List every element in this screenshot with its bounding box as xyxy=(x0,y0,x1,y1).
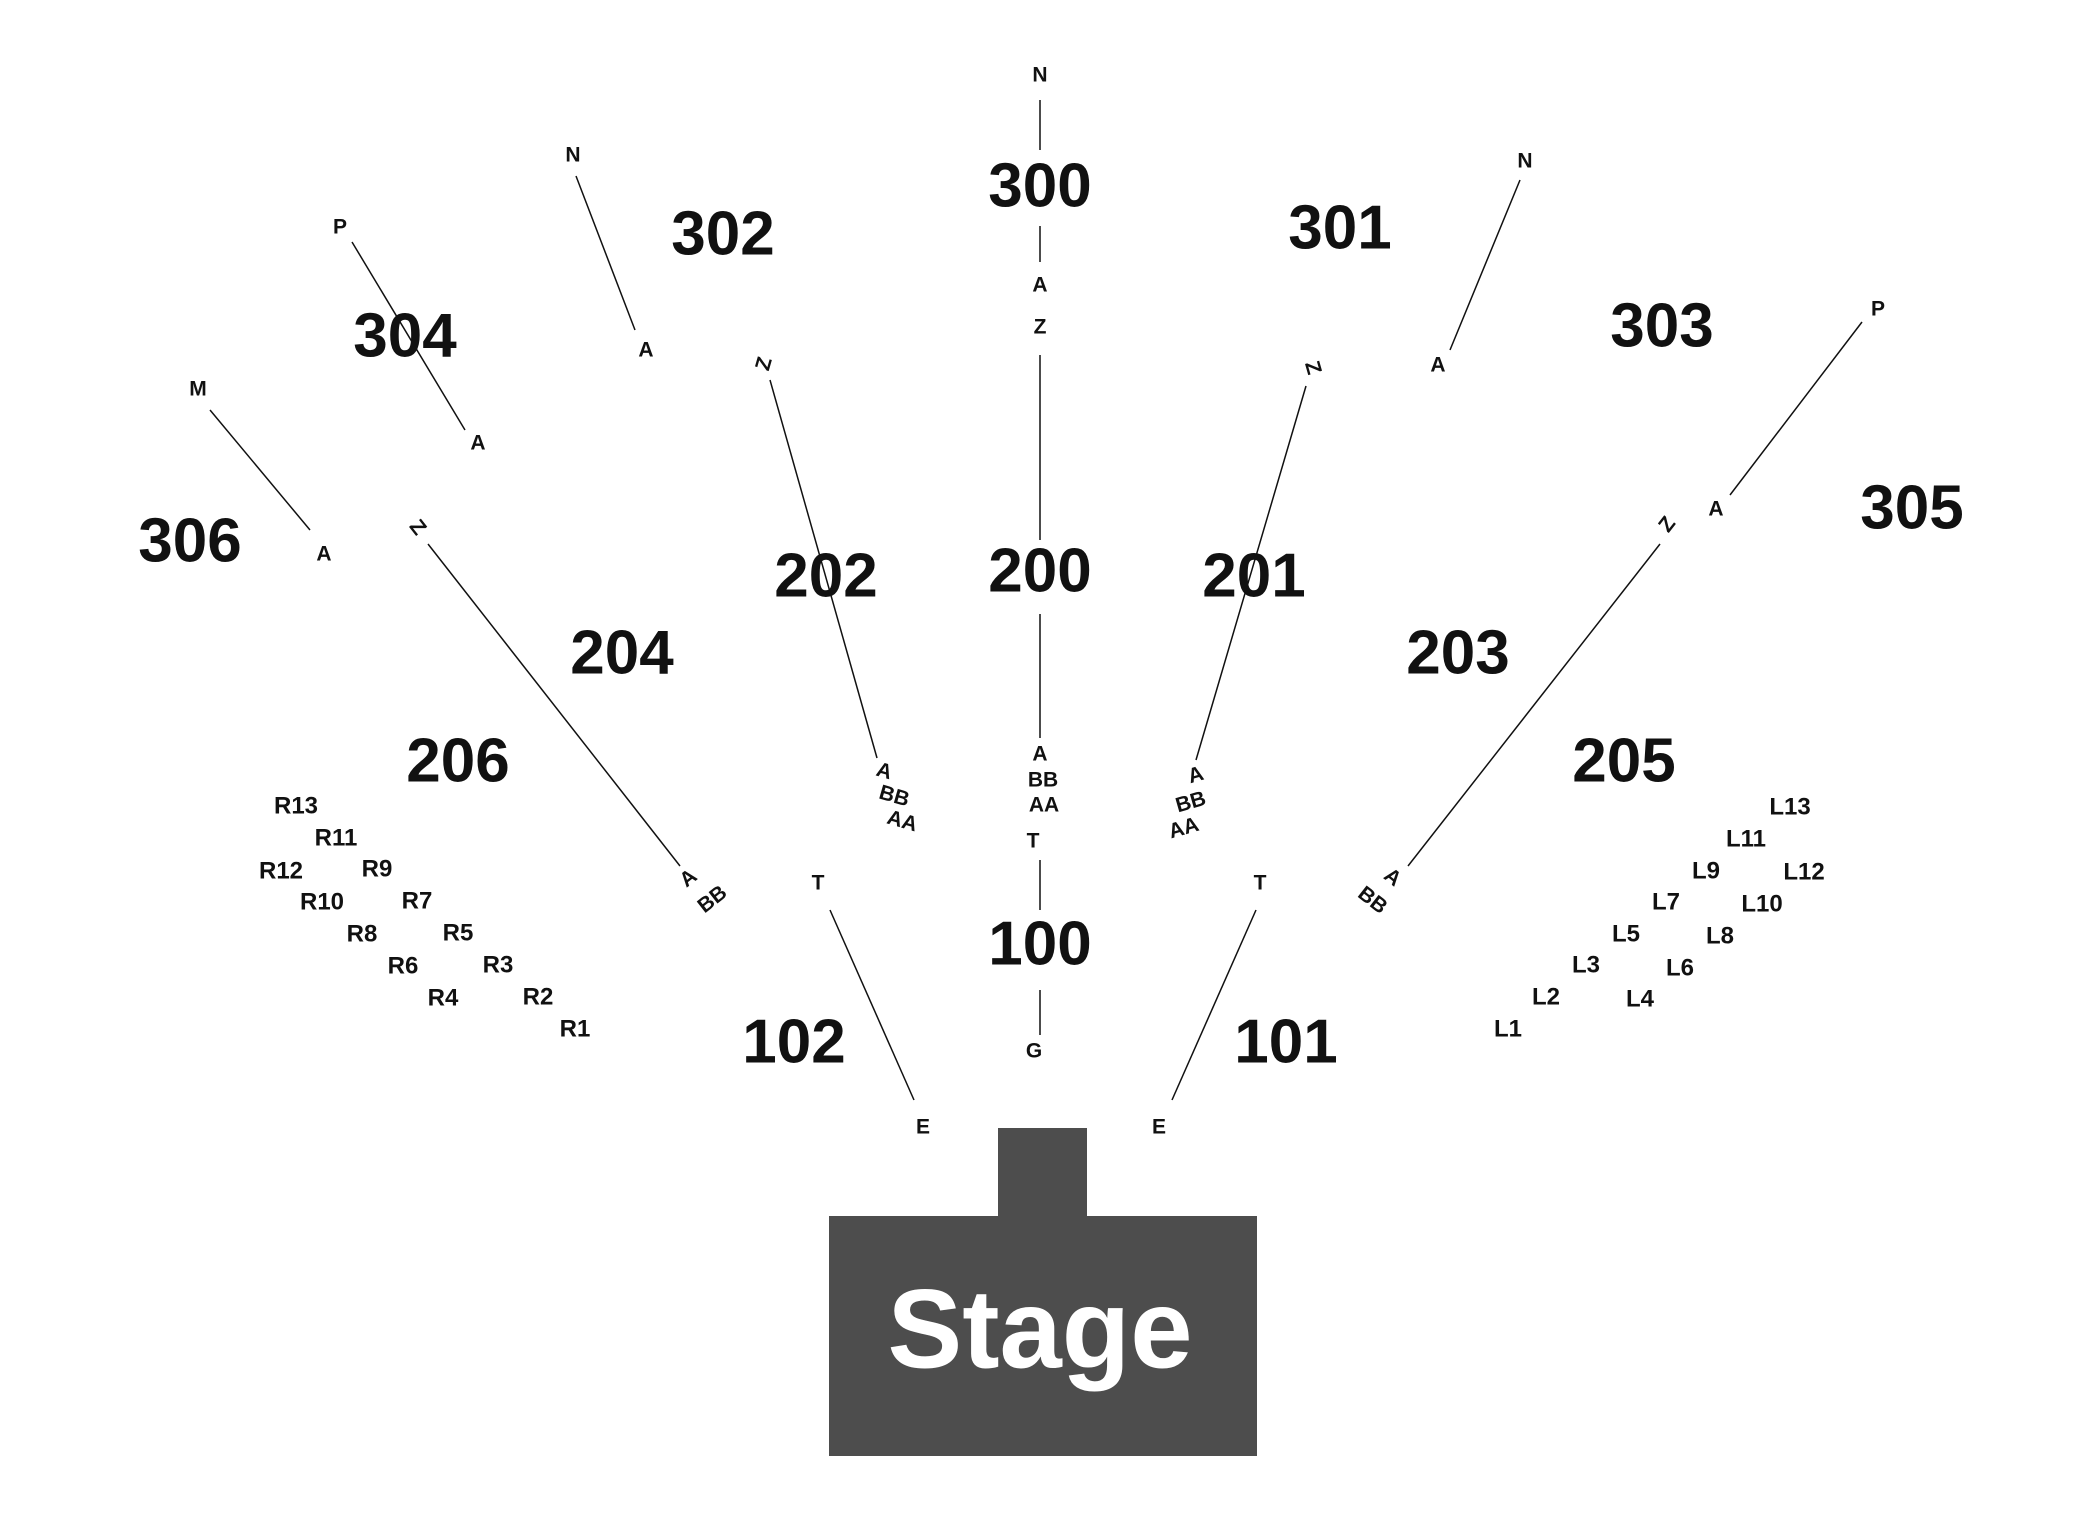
row-labels: N A Z A BB AA T G T E T E Z A BB AA Z A … xyxy=(189,64,1885,1139)
row-label-204-top: Z xyxy=(405,515,431,539)
box-seat-l6[interactable]: L6 xyxy=(1666,954,1694,981)
box-seat-l4[interactable]: L4 xyxy=(1626,985,1655,1012)
row-label-101-bottom: E xyxy=(1152,1116,1166,1139)
stage-thrust xyxy=(998,1128,1087,1222)
section-205[interactable]: 205 xyxy=(1572,726,1675,795)
box-seat-l8[interactable]: L8 xyxy=(1706,922,1734,949)
row-label-204-a: A xyxy=(675,865,701,892)
row-label-302-bottom: A xyxy=(638,339,653,362)
box-seat-r10[interactable]: R10 xyxy=(300,888,344,915)
box-seat-l7[interactable]: L7 xyxy=(1652,888,1680,915)
aisle-line-204 xyxy=(427,543,681,867)
box-seat-l10[interactable]: L10 xyxy=(1741,890,1782,917)
aisle-line-301 xyxy=(1449,179,1521,351)
row-label-201-bb: BB xyxy=(1173,787,1209,817)
stage-label: Stage xyxy=(888,1267,1193,1392)
section-304[interactable]: 304 xyxy=(353,301,457,370)
row-label-301-top: N xyxy=(1517,150,1532,173)
box-seat-r5[interactable]: R5 xyxy=(443,919,474,946)
row-label-201-aa: AA xyxy=(1166,813,1202,843)
row-label-306-bottom: A xyxy=(316,543,331,566)
aisle-line-201 xyxy=(1195,385,1307,761)
box-seat-l13[interactable]: L13 xyxy=(1769,793,1810,820)
row-label-202-top: Z xyxy=(751,354,777,373)
row-label-304-bottom: A xyxy=(470,432,485,455)
section-306[interactable]: 306 xyxy=(138,506,241,575)
stage-platform xyxy=(829,1216,1257,1456)
row-label-101-top: T xyxy=(1254,872,1267,895)
box-seat-l2[interactable]: L2 xyxy=(1532,983,1560,1010)
section-100[interactable]: 100 xyxy=(988,909,1091,978)
box-seat-l9[interactable]: L9 xyxy=(1692,857,1720,884)
section-labels: 300 301 302 303 304 305 306 200 201 202 … xyxy=(138,151,1963,1076)
box-seat-r4[interactable]: R4 xyxy=(428,984,459,1011)
box-seat-r7[interactable]: R7 xyxy=(402,887,433,914)
aisle-lines xyxy=(209,100,1863,1101)
section-206[interactable]: 206 xyxy=(406,726,509,795)
box-seat-r2[interactable]: R2 xyxy=(523,983,554,1010)
box-seat-r3[interactable]: R3 xyxy=(483,951,514,978)
box-seat-r1[interactable]: R1 xyxy=(560,1015,591,1042)
box-seats-l: L13 L11 L12 L9 L10 L7 L8 L5 L6 L3 L4 L2 … xyxy=(1494,793,1825,1042)
section-305[interactable]: 305 xyxy=(1860,473,1963,542)
section-203[interactable]: 203 xyxy=(1406,618,1509,687)
box-seat-l1[interactable]: L1 xyxy=(1494,1015,1522,1042)
section-202[interactable]: 202 xyxy=(774,541,877,610)
row-label-102-top: T xyxy=(812,872,825,895)
section-302[interactable]: 302 xyxy=(671,199,774,268)
aisle-line-101 xyxy=(1171,909,1257,1101)
row-label-202-aa: AA xyxy=(885,806,921,836)
box-seat-r8[interactable]: R8 xyxy=(347,920,378,947)
box-seat-r6[interactable]: R6 xyxy=(388,952,419,979)
aisle-line-203 xyxy=(1407,543,1661,867)
section-303[interactable]: 303 xyxy=(1610,291,1713,360)
aisle-line-306 xyxy=(209,409,311,531)
row-label-204-bb: BB xyxy=(693,881,731,918)
row-label-201-a: A xyxy=(1185,762,1206,788)
section-201[interactable]: 201 xyxy=(1202,541,1305,610)
box-seat-r13[interactable]: R13 xyxy=(274,792,318,819)
section-101[interactable]: 101 xyxy=(1234,1007,1337,1076)
row-label-306-top: M xyxy=(189,378,207,401)
box-seat-r11[interactable]: R11 xyxy=(315,824,358,851)
row-label-203-top: Z xyxy=(1654,512,1680,536)
row-label-200-bb: BB xyxy=(1028,769,1058,792)
aisle-line-302 xyxy=(575,175,636,331)
row-label-203-bb: BB xyxy=(1354,882,1392,919)
row-label-302-top: N xyxy=(565,144,580,167)
box-seat-l5[interactable]: L5 xyxy=(1612,920,1640,947)
aisle-line-304 xyxy=(351,241,466,431)
row-label-300-top: N xyxy=(1032,64,1047,87)
section-200[interactable]: 200 xyxy=(988,536,1091,605)
row-label-301-bottom: A xyxy=(1430,354,1445,377)
section-301[interactable]: 301 xyxy=(1288,193,1391,262)
row-label-300-bottom: A xyxy=(1032,274,1047,297)
box-seat-l12[interactable]: L12 xyxy=(1783,858,1824,885)
row-label-201-top: Z xyxy=(1300,358,1326,377)
row-label-200-aa: AA xyxy=(1029,794,1059,817)
section-300[interactable]: 300 xyxy=(988,151,1091,220)
row-label-202-a: A xyxy=(874,758,895,784)
section-204[interactable]: 204 xyxy=(570,618,674,687)
row-label-100-bottom: G xyxy=(1026,1040,1042,1063)
aisle-line-305 xyxy=(1729,321,1863,496)
box-seats-r: R13 R11 R12 R9 R10 R7 R8 R5 R6 R3 R4 R2 … xyxy=(259,792,590,1042)
stage: Stage xyxy=(829,1128,1257,1456)
row-label-203-a: A xyxy=(1380,864,1406,891)
box-seat-r12[interactable]: R12 xyxy=(259,857,303,884)
box-seat-l3[interactable]: L3 xyxy=(1572,951,1600,978)
aisle-line-102 xyxy=(829,909,915,1101)
section-102[interactable]: 102 xyxy=(742,1007,845,1076)
row-label-305-top: P xyxy=(1871,298,1885,321)
row-label-304-top: P xyxy=(333,216,347,239)
row-label-102-bottom: E xyxy=(916,1116,930,1139)
box-seat-r9[interactable]: R9 xyxy=(362,855,393,882)
row-label-200-top: Z xyxy=(1034,316,1047,339)
box-seat-l11[interactable]: L11 xyxy=(1726,825,1766,852)
row-label-100-top: T xyxy=(1027,830,1040,853)
row-label-200-a: A xyxy=(1032,743,1047,766)
aisle-line-202 xyxy=(769,379,878,759)
row-label-305-bottom: A xyxy=(1708,498,1723,521)
